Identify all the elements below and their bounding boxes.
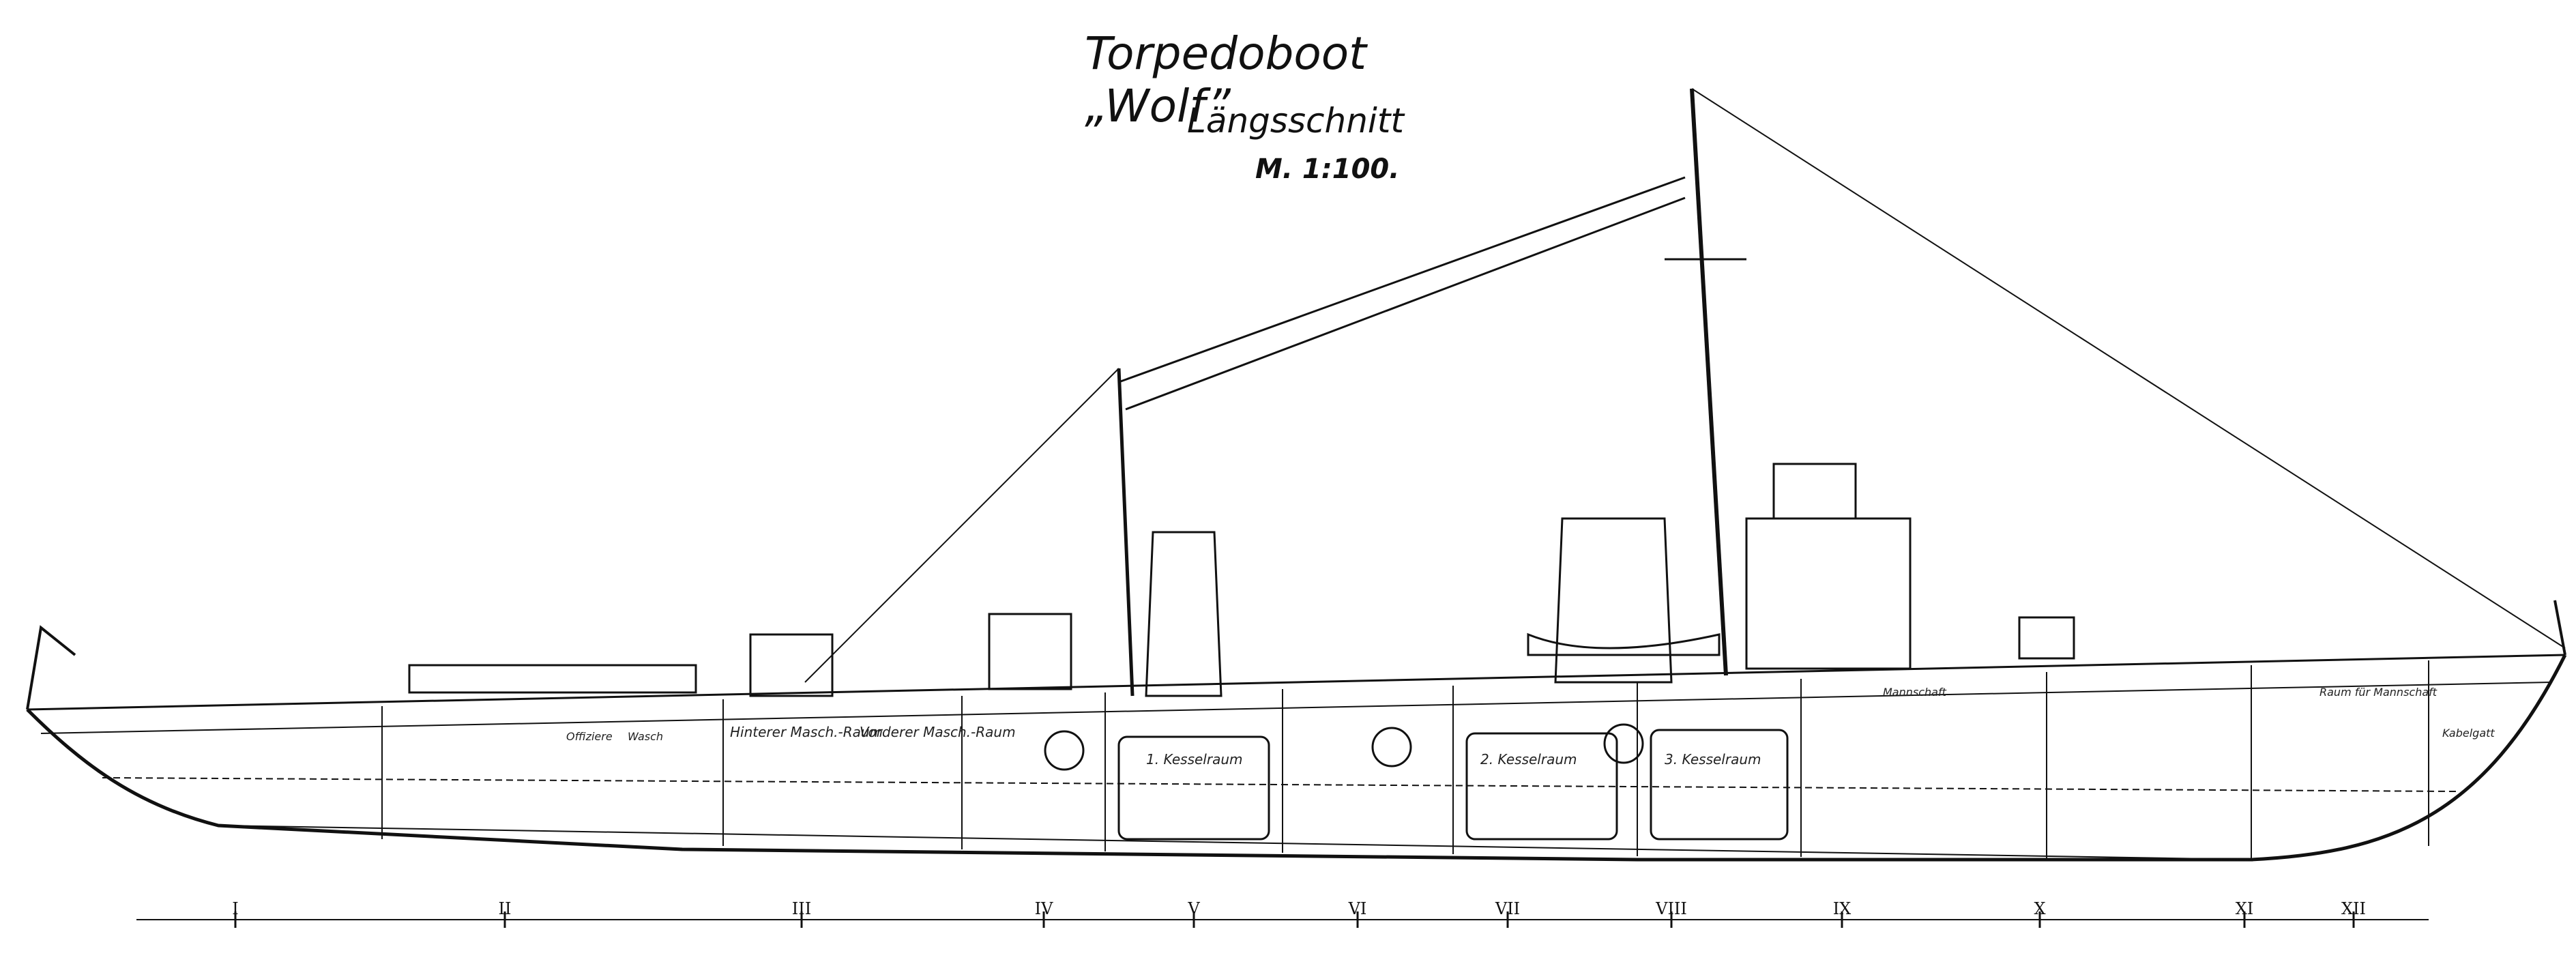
drawing-subtitle: Längsschnitt: [1187, 101, 1404, 141]
label-1-kesselraum: 1. Kesselraum: [1146, 751, 1242, 768]
superstructure: [408, 463, 2075, 697]
label-hinterer-masch-raum: Hinterer Masch.-Raum: [730, 724, 883, 740]
section-label-iii: III: [792, 899, 811, 918]
label-3-kesselraum: 3. Kesselraum: [1665, 751, 1761, 768]
funnels: [1145, 517, 1673, 697]
boilers: [1044, 723, 1789, 841]
section-label-viii: VIII: [1655, 899, 1687, 918]
compartment-labels: Hinterer Masch.-Raum Vorderer Masch.-Rau…: [566, 686, 2495, 768]
section-label-ix: IX: [1833, 899, 1852, 918]
bulkheads: [381, 660, 2429, 858]
section-label-xii: XII: [2341, 899, 2366, 918]
label-2-kesselraum: 2. Kesselraum: [1480, 751, 1577, 768]
section-label-xi: XI: [2236, 899, 2254, 918]
label-offiziere: Offiziere: [566, 730, 613, 743]
label-wasch: Wasch: [628, 730, 663, 743]
masts: [804, 88, 2566, 697]
label-vorderer-masch-raum: Vorderer Masch.-Raum: [860, 724, 1016, 740]
drawing-scale: M. 1:100.: [1255, 154, 1400, 185]
section-label-iv: IV: [1035, 899, 1053, 918]
section-label-ii: II: [499, 899, 512, 918]
label-kabelgatt: Kabelgatt: [2442, 727, 2495, 740]
label-raum-fur-mannschaft: Raum für Mannschaft: [2319, 686, 2438, 699]
section-label-vii: VII: [1495, 899, 1520, 918]
section-label-i: I: [232, 899, 238, 918]
drawing-title: Torpedoboot „Wolf”: [1085, 27, 1366, 132]
hull-outline: [26, 600, 2567, 862]
label-mannschaft: Mannschaft: [1883, 686, 1947, 699]
section-label-x: X: [2034, 899, 2045, 918]
section-label-v: V: [1187, 899, 1200, 918]
section-label-vi: VI: [1348, 899, 1367, 918]
